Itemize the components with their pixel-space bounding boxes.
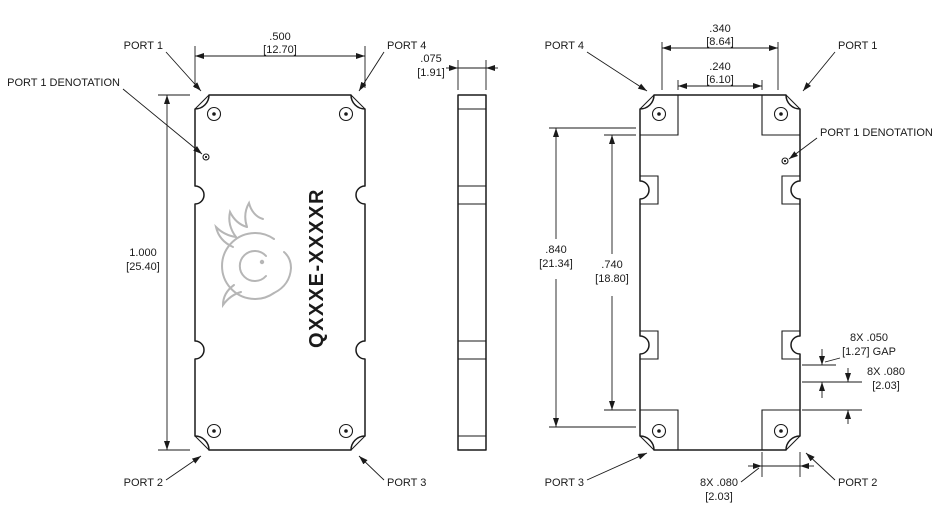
package-outline-bottom-view [639,94,801,451]
dim-inner-height-in: .740 [601,259,622,271]
top-view-leader-lines [122,51,385,481]
dim-gap-line2: [1.27] GAP [842,346,896,358]
dim-pad-bottom-line1: 8X .080 [700,477,738,489]
label-port2: PORT 2 [124,477,163,489]
corner-castellation-edges [194,94,366,451]
dim-inner-width-in: .240 [709,61,730,73]
side-castellation-pads [640,175,800,360]
corner-solder-pads [640,95,800,450]
dim-outer-width-340 [661,42,779,90]
dim-thickness-mm: [1.91] [417,67,445,79]
dim-outer-height-mm: [21.34] [539,258,573,270]
port1-denotation-mark-bottom [781,157,789,165]
dim-gap-line1: 8X .050 [850,332,888,344]
label-port1: PORT 1 [124,40,163,52]
part-marking: QXXXE-XXXXR [306,188,328,348]
label-port4-bottom: PORT 4 [545,40,584,52]
label-port1-denotation-bottom: PORT 1 DENOTATION [820,127,933,139]
dim-inner-height-740 [604,134,636,411]
corner-port-pads-bottom [651,106,789,439]
dim-pad-side-080 [802,368,862,424]
dim-outer-width-in: .340 [709,23,730,35]
side-view-castellation-lines [458,108,486,437]
dim-width-in: .500 [269,31,290,43]
dim-outer-height-840 [549,127,636,428]
port1-denotation-mark [202,153,210,161]
bottom-view: .340 [8.64] .240 [6.10] .840 [21.34] .74… [539,23,933,503]
dim-outer-width-mm: [8.64] [706,36,734,48]
label-port2-bottom: PORT 2 [838,477,877,489]
dim-gap-050 [802,349,862,398]
label-port4: PORT 4 [387,40,426,52]
top-view: QXXXE-XXXXR .500 [12.70] 1.000 [25.40] P… [7,31,426,489]
dim-height-in: 1.000 [129,247,157,259]
dim-height-mm: [25.40] [126,261,160,273]
label-port1-bottom: PORT 1 [838,40,877,52]
dim-thickness-075 [446,60,498,90]
dim-pad-bottom-080 [740,452,814,483]
dim-inner-height-mm: [18.80] [595,273,629,285]
dim-outer-height-in: .840 [545,244,566,256]
corner-castellation-edges-bottom [639,94,801,451]
dim-inner-width-mm: [6.10] [706,74,734,86]
dim-inner-width-240 [677,80,763,90]
label-port1-denotation: PORT 1 DENOTATION [7,77,120,89]
package-outline-top-view [194,94,366,451]
dim-pad-bottom-line2: [2.03] [705,491,733,503]
package-outline-side-view [457,94,487,451]
label-port3-bottom: PORT 3 [545,477,584,489]
dim-height-1000 [158,94,190,451]
dim-pad-side-line1: 8X .080 [867,366,905,378]
label-port3: PORT 3 [387,477,426,489]
marki-dragon-logo [214,200,293,309]
corner-port-pads [206,106,354,439]
dim-pad-side-line2: [2.03] [872,380,900,392]
bottom-view-leader-lines [586,51,836,481]
dim-width-mm: [12.70] [263,44,297,56]
dragon-eye [259,259,265,265]
dim-thickness-in: .075 [420,53,441,65]
side-view: .075 [1.91] [417,53,498,451]
